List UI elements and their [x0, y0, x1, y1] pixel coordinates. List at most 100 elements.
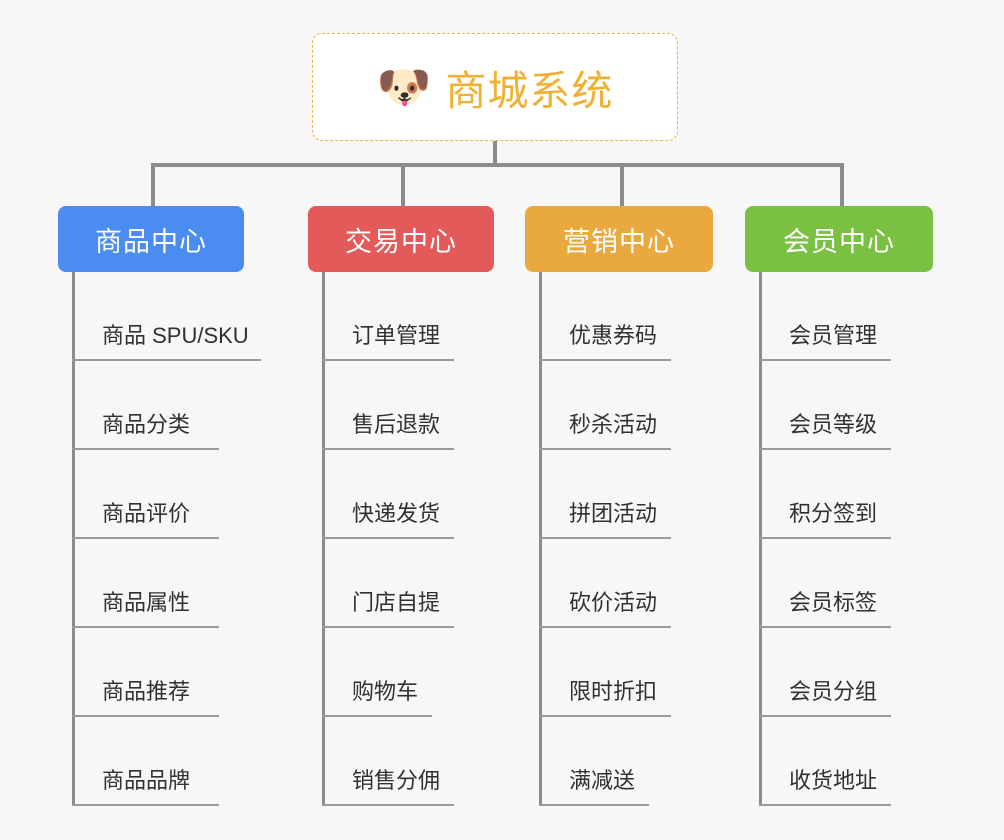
branch-header-1[interactable]: 商品中心 — [58, 206, 244, 272]
leaf-item-label: 商品 SPU/SKU — [102, 323, 249, 348]
leaf-item[interactable]: 会员标签 — [745, 539, 933, 628]
leaf-item-label: 积分签到 — [789, 501, 878, 526]
connector-drop-1 — [151, 163, 155, 208]
connector-drop-2 — [401, 163, 405, 208]
leaf-item-underline — [72, 359, 261, 361]
branch-header-label: 会员中心 — [783, 226, 895, 257]
leaf-item-underline — [539, 448, 671, 450]
leaf-item-underline — [539, 715, 671, 717]
branch-spine-2 — [322, 272, 325, 806]
leaf-item-label: 会员管理 — [789, 323, 878, 348]
leaf-item-underline — [72, 537, 219, 539]
branch-item-list: 订单管理售后退款快递发货门店自提购物车销售分佣 — [308, 272, 494, 806]
leaf-item-label: 满减送 — [569, 768, 636, 793]
leaf-item-underline — [539, 359, 671, 361]
branch-column-marketing: 营销中心优惠券码秒杀活动拼团活动砍价活动限时折扣满减送 — [525, 206, 713, 806]
leaf-item-label: 拼团活动 — [569, 501, 658, 526]
leaf-item-label: 会员标签 — [789, 590, 878, 615]
leaf-item-label: 商品评价 — [102, 501, 191, 526]
branch-header-2[interactable]: 交易中心 — [308, 206, 494, 272]
leaf-item-underline — [539, 626, 671, 628]
leaf-item-label: 销售分佣 — [352, 768, 441, 793]
branch-item-list: 商品 SPU/SKU 商品分类商品评价商品属性商品推荐商品品牌 — [58, 272, 261, 806]
leaf-item-label: 商品分类 — [102, 412, 191, 437]
leaf-item-underline — [759, 715, 891, 717]
leaf-item-underline — [759, 359, 891, 361]
leaf-item[interactable]: 商品推荐 — [58, 628, 244, 717]
leaf-item[interactable]: 购物车 — [308, 628, 494, 717]
branch-column-product: 商品中心商品 SPU/SKU 商品分类商品评价商品属性商品推荐商品品牌 — [58, 206, 261, 806]
leaf-item[interactable]: 积分签到 — [745, 450, 933, 539]
leaf-item-underline — [72, 448, 219, 450]
leaf-item[interactable]: 商品属性 — [58, 539, 244, 628]
leaf-item[interactable]: 商品评价 — [58, 450, 244, 539]
branch-item-list: 会员管理会员等级积分签到会员标签会员分组收货地址 — [745, 272, 933, 806]
branch-header-4[interactable]: 会员中心 — [745, 206, 933, 272]
leaf-item-label: 购物车 — [352, 679, 419, 704]
leaf-item-underline — [72, 715, 219, 717]
leaf-item-label: 会员等级 — [789, 412, 878, 437]
leaf-item-label: 收货地址 — [789, 768, 878, 793]
leaf-item[interactable]: 秒杀活动 — [525, 361, 713, 450]
leaf-item-label: 商品推荐 — [102, 679, 191, 704]
branch-header-3[interactable]: 营销中心 — [525, 206, 713, 272]
leaf-item[interactable]: 砍价活动 — [525, 539, 713, 628]
leaf-item-underline — [759, 537, 891, 539]
leaf-item-underline — [72, 804, 219, 806]
leaf-item[interactable]: 销售分佣 — [308, 717, 494, 806]
connector-horizontal-bar — [151, 163, 842, 167]
leaf-item[interactable]: 商品 SPU/SKU — [58, 272, 261, 361]
connector-root-stem — [493, 141, 497, 167]
leaf-item[interactable]: 优惠券码 — [525, 272, 713, 361]
leaf-item-underline — [759, 804, 891, 806]
leaf-item-underline — [322, 804, 454, 806]
leaf-item[interactable]: 快递发货 — [308, 450, 494, 539]
branch-spine-1 — [72, 272, 75, 806]
leaf-item[interactable]: 会员分组 — [745, 628, 933, 717]
leaf-item[interactable]: 限时折扣 — [525, 628, 713, 717]
leaf-item[interactable]: 售后退款 — [308, 361, 494, 450]
branch-column-member: 会员中心会员管理会员等级积分签到会员标签会员分组收货地址 — [745, 206, 933, 806]
leaf-item[interactable]: 门店自提 — [308, 539, 494, 628]
leaf-item-underline — [759, 626, 891, 628]
leaf-item-underline — [759, 448, 891, 450]
connector-drop-4 — [840, 163, 844, 208]
leaf-item[interactable]: 商品品牌 — [58, 717, 244, 806]
leaf-item-underline — [539, 804, 649, 806]
branch-header-label: 商品中心 — [95, 226, 207, 257]
leaf-item-label: 优惠券码 — [569, 323, 658, 348]
branch-spine-4 — [759, 272, 762, 806]
leaf-item[interactable]: 会员管理 — [745, 272, 933, 361]
leaf-item-label: 售后退款 — [352, 412, 441, 437]
leaf-item-underline — [539, 537, 671, 539]
leaf-item-label: 秒杀活动 — [569, 412, 658, 437]
leaf-item[interactable]: 满减送 — [525, 717, 713, 806]
leaf-item-label: 快递发货 — [352, 501, 441, 526]
branch-spine-3 — [539, 272, 542, 806]
leaf-item-underline — [322, 626, 454, 628]
leaf-item[interactable]: 订单管理 — [308, 272, 494, 361]
branch-header-label: 交易中心 — [345, 226, 457, 257]
branch-column-trade: 交易中心订单管理售后退款快递发货门店自提购物车销售分佣 — [308, 206, 494, 806]
leaf-item[interactable]: 会员等级 — [745, 361, 933, 450]
leaf-item[interactable]: 商品分类 — [58, 361, 244, 450]
leaf-item[interactable]: 拼团活动 — [525, 450, 713, 539]
leaf-item-label: 门店自提 — [352, 590, 441, 615]
leaf-item-underline — [322, 359, 454, 361]
connector-drop-3 — [620, 163, 624, 208]
leaf-item-label: 订单管理 — [352, 323, 441, 348]
leaf-item-underline — [322, 715, 432, 717]
leaf-item-underline — [322, 537, 454, 539]
root-title: 商城系统 — [445, 68, 614, 114]
leaf-item-label: 商品属性 — [102, 590, 191, 615]
leaf-item-underline — [72, 626, 219, 628]
dog-face-icon: 🐶 — [376, 63, 432, 112]
leaf-item[interactable]: 收货地址 — [745, 717, 933, 806]
root-node[interactable]: 🐶 商城系统 — [312, 33, 678, 141]
leaf-item-label: 砍价活动 — [569, 590, 658, 615]
leaf-item-label: 商品品牌 — [102, 768, 191, 793]
leaf-item-label: 会员分组 — [789, 679, 878, 704]
branch-header-label: 营销中心 — [563, 226, 675, 257]
leaf-item-label: 限时折扣 — [569, 679, 658, 704]
